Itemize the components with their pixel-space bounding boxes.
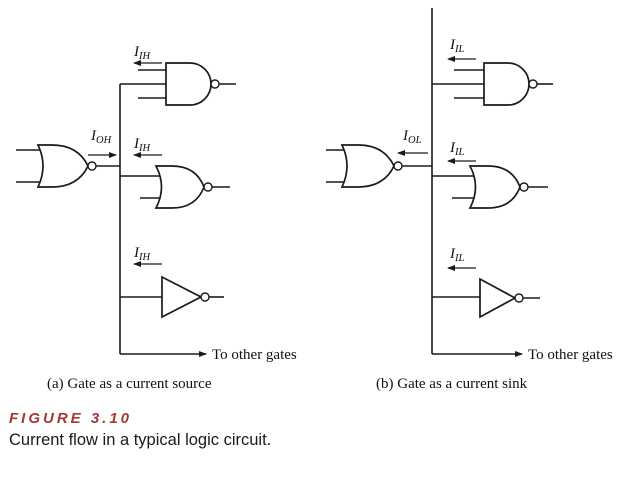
figure-caption: Current flow in a typical logic circuit. <box>9 431 272 449</box>
to-other-gates-label-b: To other gates <box>528 347 613 363</box>
sink-nor-gate <box>326 144 432 188</box>
load-nor-gate-b: IIL <box>432 140 548 209</box>
output-current-arrow-a: IOH <box>88 128 117 158</box>
input-current-label-a2: IIH <box>133 136 151 154</box>
load-nand-gate-a: IIH <box>120 44 236 106</box>
load-inverter-a: IIH <box>120 245 224 319</box>
output-current-label-b: IOL <box>402 128 422 146</box>
circuit-figure: IOH To other gates IIH IIH <box>16 8 613 392</box>
to-other-gates-label-a: To other gates <box>212 347 297 363</box>
output-current-label-a: IOH <box>90 128 113 146</box>
source-nor-gate <box>16 144 120 188</box>
load-inverter-b: IIL <box>432 246 540 319</box>
figure-number: FIGURE 3.10 <box>9 410 133 427</box>
load-nand-gate-b: IIL <box>432 37 553 106</box>
load-nor-gate-a: IIH <box>120 136 230 209</box>
input-current-label-b1: IIL <box>449 37 464 55</box>
panel-b: IOL To other gates IIL IIL <box>326 8 613 363</box>
input-current-label-a1: IIH <box>133 44 151 62</box>
input-current-label-b3: IIL <box>449 246 464 264</box>
input-current-label-b2: IIL <box>449 140 464 158</box>
input-current-label-a3: IIH <box>133 245 151 263</box>
panel-b-caption: (b) Gate as a current sink <box>376 376 528 392</box>
panel-a: IOH To other gates IIH IIH <box>16 44 297 363</box>
panel-a-caption: (a) Gate as a current source <box>47 376 212 392</box>
output-current-arrow-b: IOL <box>397 128 428 156</box>
